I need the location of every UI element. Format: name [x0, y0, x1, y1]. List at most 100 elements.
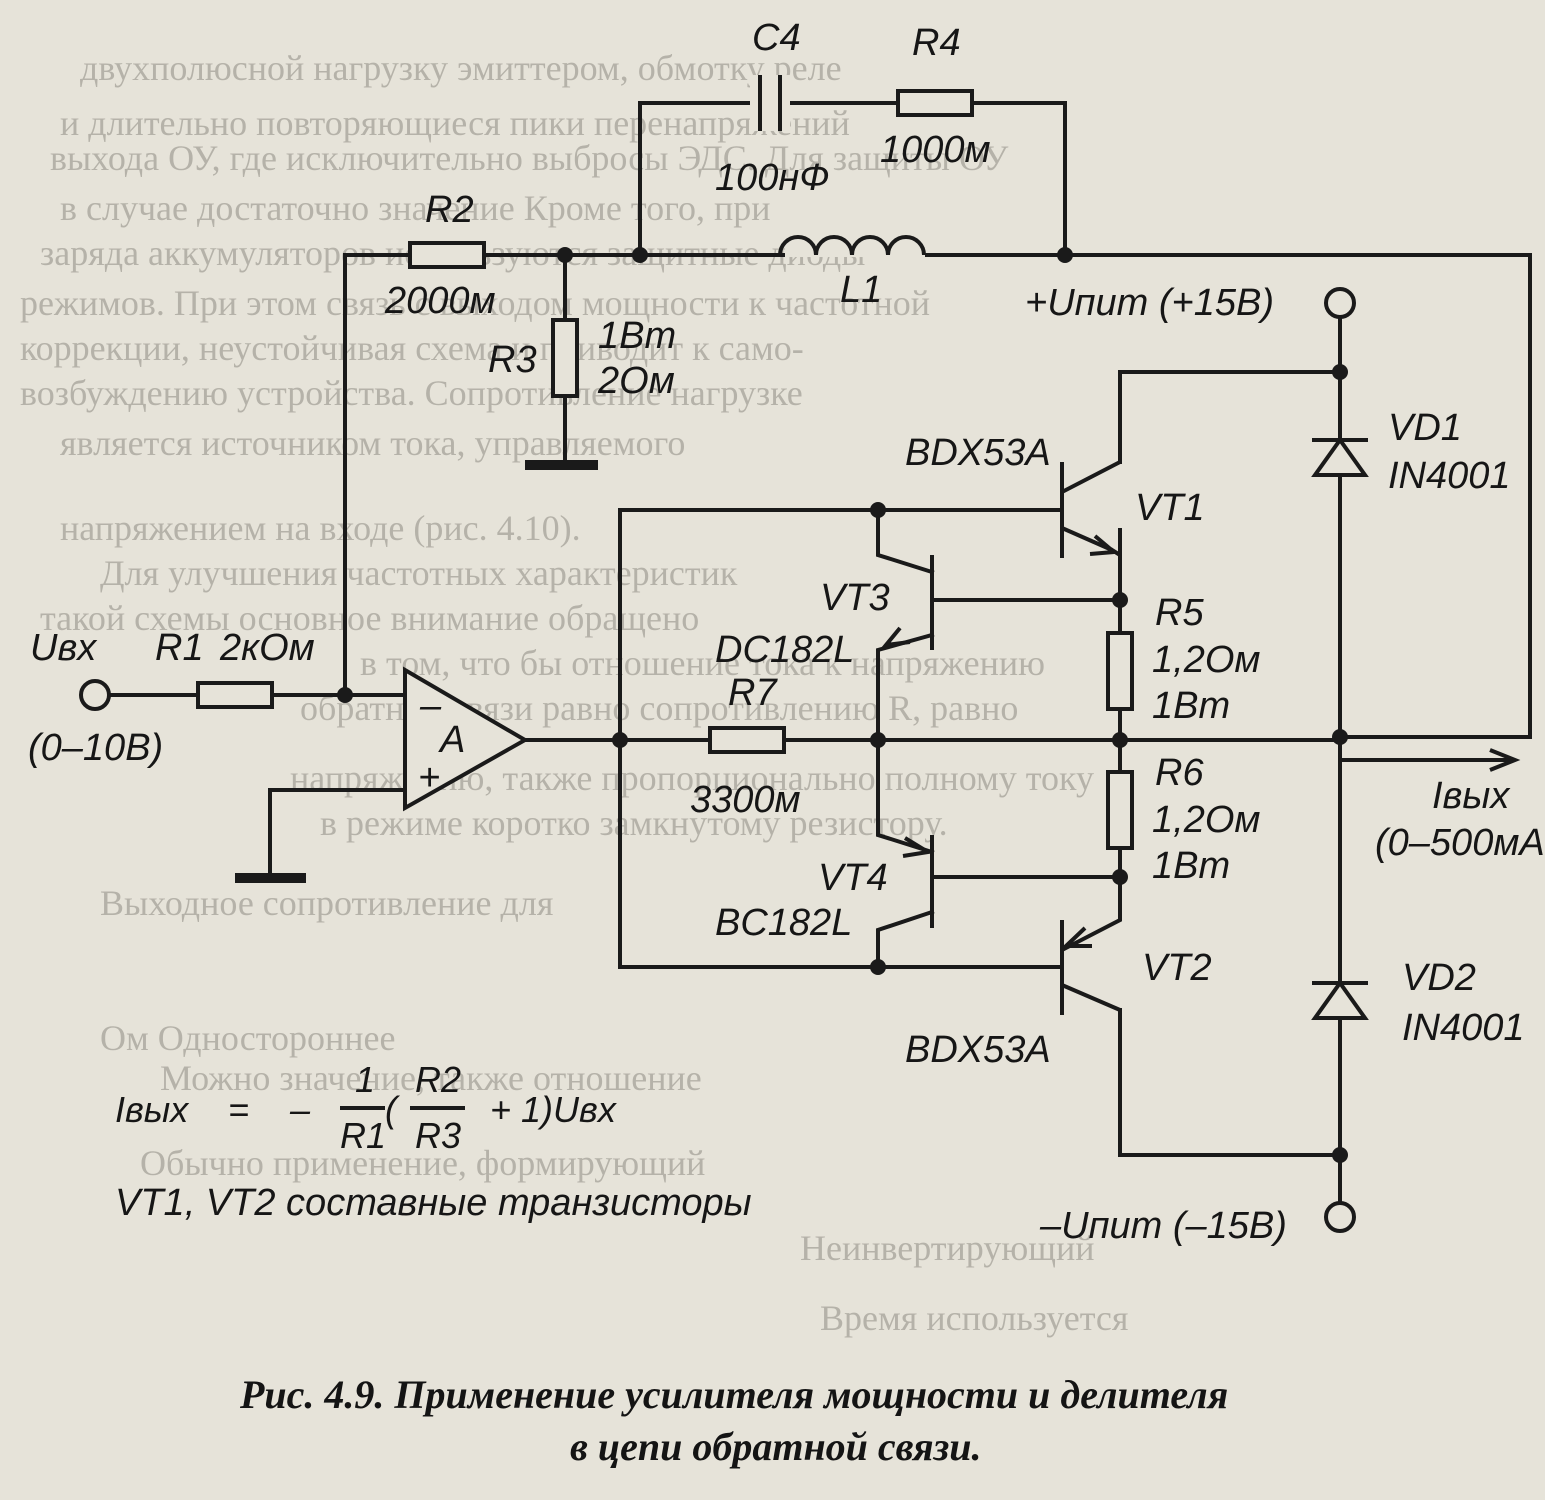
r1-name-label: R1 — [155, 627, 204, 669]
bg-text-line: является источником тока, управляемого — [60, 423, 685, 463]
resistor-r3 — [551, 318, 579, 398]
r2-name-label: R2 — [425, 189, 474, 231]
formula-den2: R3 — [415, 1115, 461, 1156]
c4-name-label: C4 — [752, 17, 801, 59]
vt2-type-label: BDX53A — [905, 1029, 1051, 1071]
formula-lhs: Iвых — [115, 1089, 190, 1130]
figure-caption: Рис. 4.9. Применение усилителя мощности … — [239, 1372, 1228, 1469]
bg-text-line: коррекции, неустойчивая схема и приводит… — [20, 328, 804, 368]
c4-value-label: 100нФ — [715, 157, 830, 199]
bg-text-line: режимов. При этом связь с выходом мощнос… — [20, 283, 930, 323]
r7-name-label: R7 — [728, 672, 778, 714]
resistor-r6 — [1106, 770, 1134, 850]
vt4-name-label: VT4 — [818, 857, 888, 899]
component-labels: C4 100нФ R4 1000м R2 2000м L1 +Uпит (+15… — [28, 17, 1545, 1247]
vt4-collector-wire — [876, 909, 935, 969]
input-voltage-label: Uвх — [30, 627, 98, 669]
transistor-vt3 — [881, 555, 934, 650]
bg-text-line: возбуждению устройства. Сопротивление на… — [20, 373, 803, 413]
bg-text-line: в случае достаточно значение Кроме того,… — [60, 188, 770, 228]
junction-dot — [1332, 1147, 1348, 1163]
vt1-collector-wire — [1118, 370, 1342, 464]
c4-r4-loop-wire — [638, 101, 1067, 257]
transistor-vt1 — [1060, 460, 1122, 602]
bg-text-line: Выходное сопротивление для — [100, 883, 553, 923]
opamp-a — [403, 666, 530, 812]
vt3-collector-wire — [876, 508, 935, 575]
diode-vd2 — [1311, 979, 1369, 1020]
negative-supply-label: –Uпит (–15В) — [1039, 1205, 1287, 1247]
opamp-name-label: A — [438, 719, 465, 761]
bg-text-line: двухполюсной нагрузку эмиттером, обмотку… — [80, 48, 842, 88]
junction-dot — [632, 247, 648, 263]
junction-dot — [1112, 592, 1128, 608]
transfer-formula: Iвых = – 1 R1 ( R2 R3 + 1)Uвх — [115, 1059, 618, 1156]
r3-value-label: 2Ом — [597, 360, 675, 402]
bg-text-line: такой схемы основное внимание обращено — [40, 598, 699, 638]
vt2-emitter-arrow-icon — [1060, 926, 1092, 948]
vt1-name-label: VT1 — [1135, 487, 1205, 529]
bg-text-line: выхода ОУ, где исключительно выбросы ЭДС… — [50, 138, 1009, 178]
vt3-type-label: DC182L — [715, 629, 854, 671]
resistor-r5 — [1106, 631, 1134, 711]
vt3-emitter-arrow-icon — [881, 626, 911, 648]
junction-dot — [612, 732, 628, 748]
feedback-wire — [343, 253, 1532, 739]
resistor-r1 — [196, 681, 274, 709]
caption-line-2: в цепи обратной связи. — [570, 1424, 981, 1469]
vd1-name-label: VD1 — [1388, 407, 1462, 449]
r4-name-label: R4 — [912, 22, 961, 64]
bg-text-line: Ом Одностороннее — [100, 1018, 396, 1058]
bg-text-line: в том, что бы отношение тока к напряжени… — [360, 643, 1045, 683]
bg-text-line: Для улучшения частотных характеристик — [100, 553, 738, 593]
positive-supply-terminal — [1324, 287, 1356, 319]
vt1-type-label: BDX53A — [905, 432, 1051, 474]
resistor-r7 — [708, 726, 786, 754]
r3-name-label: R3 — [488, 339, 537, 381]
junction-dot — [1057, 247, 1073, 263]
junction-dot — [870, 959, 886, 975]
r7-value-label: 3300м — [690, 779, 801, 821]
r6-power-label: 1Вт — [1152, 845, 1230, 887]
diode-vd1 — [1311, 436, 1369, 477]
vd2-type-label: IN4001 — [1402, 1007, 1525, 1049]
bg-text-line: Время используется — [820, 1298, 1128, 1338]
formula-num2: R2 — [415, 1059, 461, 1100]
junction-dot — [870, 502, 886, 518]
vd2-name-label: VD2 — [1402, 957, 1476, 999]
opamp-minus-label: – — [419, 685, 442, 727]
junction-dot — [1332, 364, 1348, 380]
input-terminal — [79, 679, 111, 711]
junction-dot — [870, 732, 886, 748]
r6-name-label: R6 — [1155, 752, 1204, 794]
l1-name-label: L1 — [840, 269, 882, 311]
vt3-name-label: VT3 — [820, 577, 890, 619]
r3-power-label: 1Вт — [598, 315, 676, 357]
junction-dots — [337, 247, 1348, 1163]
junction-dot — [1112, 869, 1128, 885]
r2-value-label: 2000м — [384, 280, 496, 322]
vt3-emitter-wire — [876, 632, 935, 742]
vt4-type-label: BC182L — [715, 902, 852, 944]
r6-value-label: 1,2Ом — [1152, 799, 1260, 841]
formula-den1: R1 — [340, 1115, 386, 1156]
bg-text-line: Обычно применение, формирующий — [140, 1143, 705, 1183]
negative-supply-terminal — [1324, 1201, 1356, 1233]
noninv-ground-wire — [268, 788, 407, 880]
formula-equals: = — [228, 1089, 249, 1130]
composite-transistors-note: VT1, VT2 составные транзисторы — [115, 1182, 752, 1224]
caption-line-1: Рис. 4.9. Применение усилителя мощности … — [239, 1372, 1228, 1417]
opamp-plus-label: + — [418, 757, 440, 799]
r5-power-label: 1Вт — [1152, 685, 1230, 727]
formula-tail: + 1)Uвх — [490, 1089, 618, 1130]
vt2-collector-wire — [1118, 1008, 1342, 1157]
capacitor-c4 — [750, 75, 790, 131]
vd1-type-label: IN4001 — [1388, 455, 1511, 497]
inductor-l1 — [778, 215, 926, 257]
positive-supply-label: +Uпит (+15В) — [1025, 282, 1274, 324]
transistor-vt2 — [1060, 877, 1122, 1015]
vt4-emitter-arrow-icon — [902, 836, 934, 858]
r5-name-label: R5 — [1155, 592, 1204, 634]
